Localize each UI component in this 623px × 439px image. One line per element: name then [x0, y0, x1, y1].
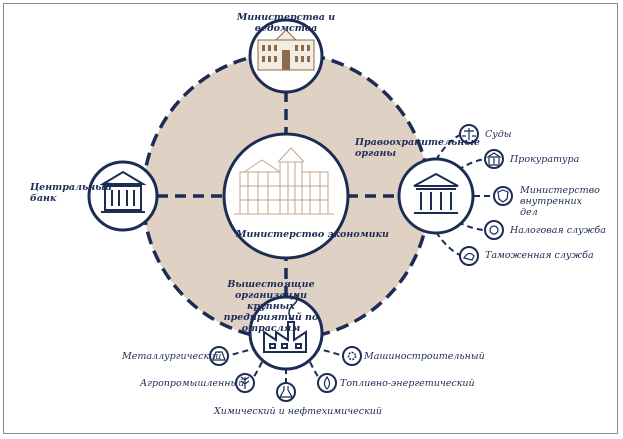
- label-metallurgy: Металлургический: [122, 351, 222, 362]
- courthouse-icon: [413, 172, 459, 214]
- label-fuel: Топливно-энергетический: [340, 378, 475, 389]
- label-chemical: Химический и нефтехимический: [214, 406, 382, 417]
- law-enforcement-satellites: [459, 124, 513, 266]
- bottom-node-label: Вышестоящие организации крупных предприя…: [223, 279, 319, 334]
- label-courts: Суды: [485, 129, 512, 140]
- right-node-circle: [397, 157, 475, 235]
- label-machine: Машиностроительный: [364, 351, 485, 362]
- left-node-label: Центральный банк: [30, 182, 112, 204]
- label-prosecution: Прокуратура: [510, 154, 580, 165]
- flask-icon: [276, 382, 296, 402]
- label-customs: Таможенная служба: [485, 250, 594, 261]
- coin-icon: [484, 220, 504, 240]
- diagram-frame: [3, 3, 618, 434]
- gear-icon: [342, 346, 362, 366]
- scales-icon: [459, 124, 479, 144]
- factory-icon: [263, 293, 307, 353]
- bank-icon: [99, 170, 147, 213]
- branch-customs: [435, 231, 463, 257]
- industry-satellites: [209, 346, 362, 402]
- right-node-label: Правоохранительные органы: [355, 137, 480, 159]
- building-icon: [484, 149, 504, 169]
- label-mvd: Министерство внутренних дел: [520, 185, 600, 218]
- fuel-icon: [317, 373, 337, 393]
- customs-icon: [459, 246, 479, 266]
- center-label: Министерство экономики: [236, 229, 389, 240]
- police-badge-icon: [493, 186, 513, 206]
- wheat-icon: [235, 373, 255, 393]
- label-agro: Агропромышленный: [140, 378, 245, 389]
- label-tax: Налоговая служба: [510, 225, 606, 236]
- top-node-label: Министерства и ведомства: [236, 12, 336, 34]
- ingot-icon: [209, 346, 229, 366]
- ministry-building-sketch-icon: [234, 147, 334, 215]
- ministries-building-icon: [257, 29, 315, 71]
